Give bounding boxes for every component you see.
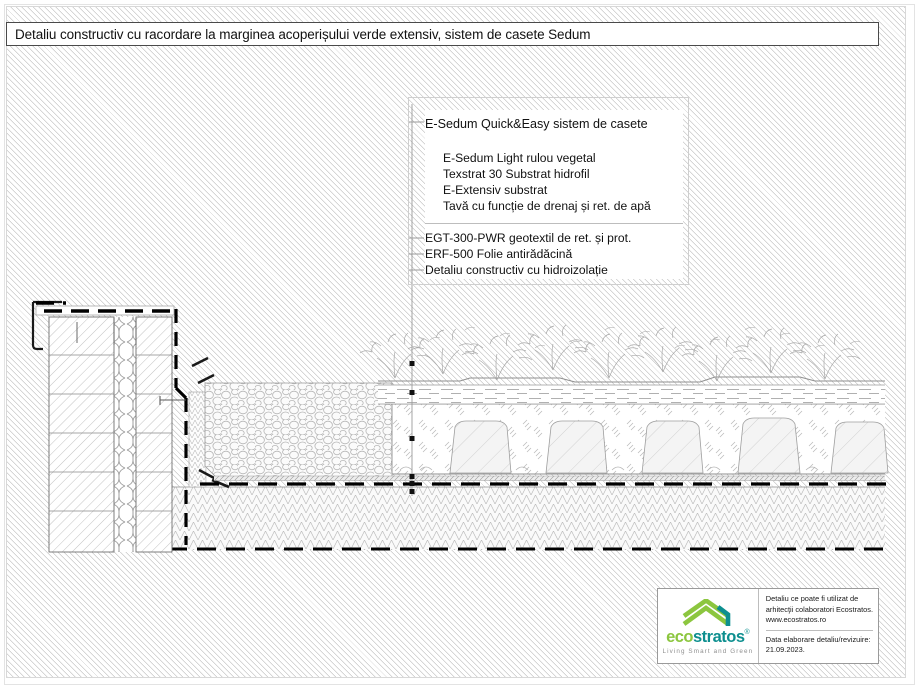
legend-layer-tava-drenaj: Tavă cu funcție de drenaj și ret. de apă: [443, 199, 651, 213]
legend-layer-extensiv-substrat: E-Extensiv substrat: [443, 183, 548, 197]
title-block-info: Detaliu ce poate fi utilizat de arhitecţ…: [759, 589, 878, 663]
revision-date-label: Data elaborare detaliu/revizuire:: [765, 634, 871, 644]
legend-layer-hidroizolatie: Detaliu constructiv cu hidroizolație: [425, 263, 608, 277]
title-block-divider: [765, 629, 873, 631]
legend-divider: [425, 223, 683, 224]
sheet-title-bar: Detaliu constructiv cu racordare la marg…: [6, 22, 879, 46]
legend-layer-geotextil: EGT-300-PWR geotextil de ret. și prot.: [425, 231, 632, 245]
logo-trademark-symbol: ®: [744, 628, 750, 636]
ecostratos-mark-icon: [682, 598, 731, 626]
note-line-2: arhitecţii colaboratori Ecostratos.: [765, 604, 873, 614]
logo-text-stratos: stratos: [693, 627, 745, 646]
legend-layer-folie-antiradacina: ERF-500 Folie antirădăcină: [425, 247, 573, 261]
page-title: Detaliu constructiv cu racordare la marg…: [15, 26, 591, 42]
note-line-1: Detaliu ce poate fi utilizat de: [765, 594, 859, 603]
legend-frame: [408, 97, 689, 285]
legend-layer-texstrat: Texstrat 30 Substrat hidrofil: [443, 167, 590, 181]
logo-text-eco: eco: [666, 627, 693, 646]
website-url[interactable]: www.ecostratos.ro: [765, 615, 827, 625]
legend-box: E-Sedum Quick&Easy sistem de casete E-Se…: [425, 110, 683, 279]
legend-heading: E-Sedum Quick&Easy sistem de casete: [425, 117, 648, 131]
logo-tagline: Living Smart and Green: [662, 648, 754, 656]
revision-date-value: 21.09.2023.: [765, 645, 805, 655]
legend-layer-sedum-light: E-Sedum Light rulou vegetal: [443, 151, 596, 165]
